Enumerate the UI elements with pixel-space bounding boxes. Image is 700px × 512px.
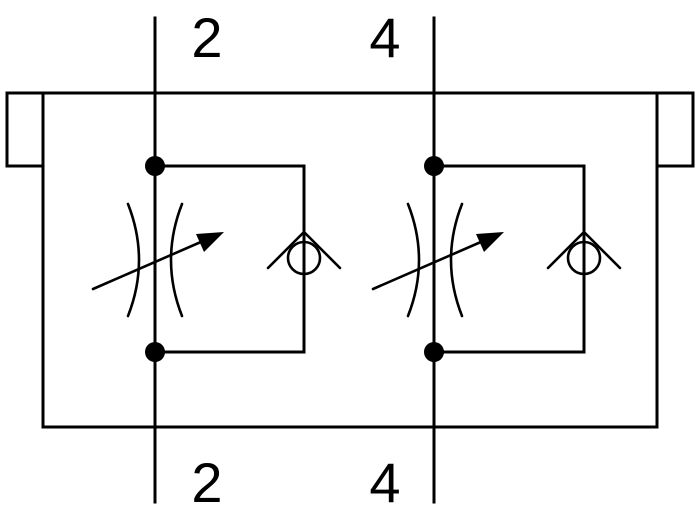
flow-control-unit-right [371,16,622,504]
check-valve-icon [266,230,342,276]
right-mounting-tab [655,91,695,168]
check-valve-icon [546,230,622,276]
flow-control-unit-left [91,16,342,504]
variable-orifice-icon [371,202,504,318]
port-label-bottom-left: 2 [191,451,222,512]
port-label-bottom-right: 4 [369,451,400,512]
check-valve-bypass-left [153,164,306,354]
variable-orifice-icon [91,202,224,318]
junction-dot-left-top [145,156,165,176]
left-mounting-tab [5,91,45,168]
junction-dot-right-bottom [424,342,444,362]
junction-dot-left-bottom [145,342,165,362]
junction-dot-right-top [424,156,444,176]
port-label-top-left: 2 [191,6,222,69]
valve-housing [41,91,659,429]
port-label-top-right: 4 [369,6,400,69]
check-valve-bypass-right [432,164,586,354]
